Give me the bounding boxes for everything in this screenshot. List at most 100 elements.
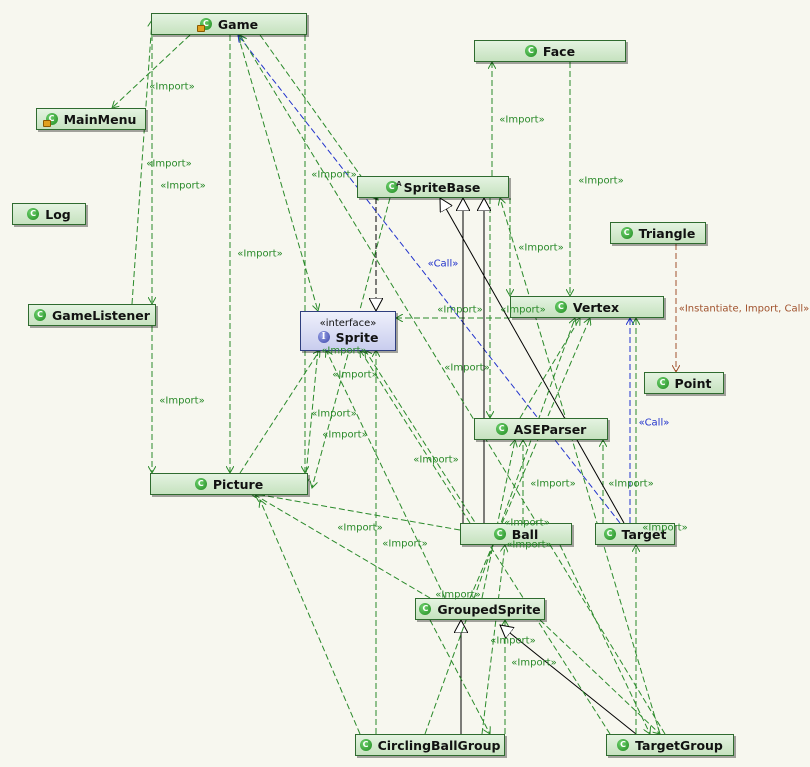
interface-sprite[interactable]: «interface» I Sprite <box>300 311 396 351</box>
dep-picture-sprite <box>239 350 320 474</box>
dep-grouped-sprite <box>326 350 446 599</box>
edge-label-import: «Import» <box>530 478 576 490</box>
dep-gamelistener-game <box>131 20 152 305</box>
class-triangle[interactable]: C Triangle <box>610 222 706 244</box>
class-icon: C <box>359 739 372 751</box>
class-name: CirclingBallGroup <box>377 737 501 753</box>
class-name: GameListener <box>52 307 150 323</box>
dep-game-sprite <box>237 34 318 311</box>
edge-label-import: «Import» <box>160 180 206 192</box>
call-target-game <box>238 35 621 524</box>
dep-circling-picture <box>260 500 361 735</box>
edge-label-import: «Import» <box>322 429 368 441</box>
class-ball[interactable]: C Ball <box>460 523 572 545</box>
class-face[interactable]: C Face <box>474 40 626 62</box>
class-icon: C <box>419 603 432 615</box>
dep-grouped-circling <box>429 619 490 734</box>
class-name: Game <box>217 16 259 32</box>
class-icon: C <box>656 377 669 389</box>
class-aseparser[interactable]: C ASEParser <box>474 418 608 440</box>
dep-grouped-vertex <box>469 318 590 599</box>
edge-label-import: «Import» <box>149 81 195 93</box>
class-icon: C <box>42 113 58 127</box>
stereotype-label: «interface» <box>319 317 377 329</box>
edge-label-import: «Import» <box>578 175 624 187</box>
dep-ball-targetgroup <box>559 544 650 734</box>
dep-grouped-targetgroup <box>539 619 660 734</box>
class-icon: C <box>603 528 616 540</box>
class-targetgroup[interactable]: C TargetGroup <box>606 734 734 756</box>
interface-name: Sprite <box>335 329 379 345</box>
class-groupedsprite[interactable]: C GroupedSprite <box>415 598 545 620</box>
class-icon: C <box>34 309 47 321</box>
dep-targetgroup-spritebase <box>500 198 661 735</box>
class-mainmenu[interactable]: C MainMenu <box>36 108 146 130</box>
edge-label-instantiate: «Instantiate, Import, Call» <box>678 303 810 315</box>
class-icon: C <box>524 45 537 57</box>
dep-sprite-picture <box>305 349 319 485</box>
class-gamelistener[interactable]: C GameListener <box>28 304 156 326</box>
edge-label-import: «Import» <box>237 248 283 260</box>
edge-label-import: «Import» <box>642 522 688 534</box>
edge-label-import: «Import» <box>499 114 545 126</box>
class-icon: C <box>196 18 212 32</box>
class-icon: C <box>495 423 508 435</box>
class-target[interactable]: C Target <box>595 523 675 545</box>
class-point[interactable]: C Point <box>644 372 724 394</box>
dep-game-mainmenu <box>112 34 191 108</box>
class-circlingballgroup[interactable]: C CirclingBallGroup <box>355 734 505 756</box>
class-icon: C <box>194 478 207 490</box>
class-name: Vertex <box>572 299 620 315</box>
class-log[interactable]: C Log <box>12 203 86 225</box>
class-name: Log <box>45 206 71 222</box>
class-icon: C <box>620 227 633 239</box>
dep-spritebase-picture <box>312 197 391 488</box>
edge-label-import: «Import» <box>500 304 546 316</box>
dep-circling-ball <box>481 545 505 735</box>
class-name: Target <box>621 526 667 542</box>
class-vertex[interactable]: C Vertex <box>510 296 664 318</box>
dep-game-spritebase <box>259 34 378 200</box>
class-icon: C <box>27 208 40 220</box>
class-name: ASEParser <box>513 421 587 437</box>
class-icon: C <box>617 739 630 751</box>
class-name: Point <box>674 375 712 391</box>
edge-label-import: «Import» <box>506 539 552 551</box>
edge-label-import: «Import» <box>311 408 357 420</box>
class-name: Triangle <box>638 225 696 241</box>
edge-label-import: «Import» <box>413 454 459 466</box>
dep-targetgroup-game <box>240 35 666 735</box>
class-name: GroupedSprite <box>437 601 541 617</box>
edge-label-import: «Import» <box>490 635 536 647</box>
edge-label-import: «Import» <box>435 589 481 601</box>
class-name: TargetGroup <box>635 737 723 753</box>
class-game[interactable]: C Game <box>151 13 307 35</box>
class-name: Ball <box>511 526 539 542</box>
class-name: Picture <box>212 476 264 492</box>
class-icon: C <box>493 528 506 540</box>
dep-ball-sprite <box>360 350 471 524</box>
edge-label-import: «Import» <box>608 478 654 490</box>
edge-label-import: «Import» <box>159 395 205 407</box>
edge-label-import: «Import» <box>311 169 357 181</box>
interface-icon: I <box>317 331 330 343</box>
edge-label-import: «Import» <box>444 362 490 374</box>
class-picture[interactable]: C Picture <box>150 473 308 495</box>
edge-label-import: «Import» <box>337 522 383 534</box>
class-spritebase[interactable]: C SpriteBase <box>357 176 509 198</box>
edge-label-import: «Import» <box>382 538 428 550</box>
gen-target-spritebase <box>440 198 625 524</box>
gen-targetgroup-grouped <box>500 625 637 735</box>
edge-label-call: «Call» <box>427 258 459 270</box>
edge-label-import: «Import» <box>332 369 378 381</box>
class-name: MainMenu <box>63 111 137 127</box>
dep-aseparser-vertex <box>519 318 580 419</box>
edge-label-import: «Import» <box>511 657 557 669</box>
edge-label-import: «Import» <box>518 242 564 254</box>
dep-grouped-picture <box>255 495 431 599</box>
class-name: SpriteBase <box>403 179 481 195</box>
edge-label-import: «Import» <box>504 517 550 529</box>
edge-label-import: «Import» <box>146 158 192 170</box>
class-icon: C <box>554 301 567 313</box>
abstract-class-icon: C <box>385 178 402 193</box>
